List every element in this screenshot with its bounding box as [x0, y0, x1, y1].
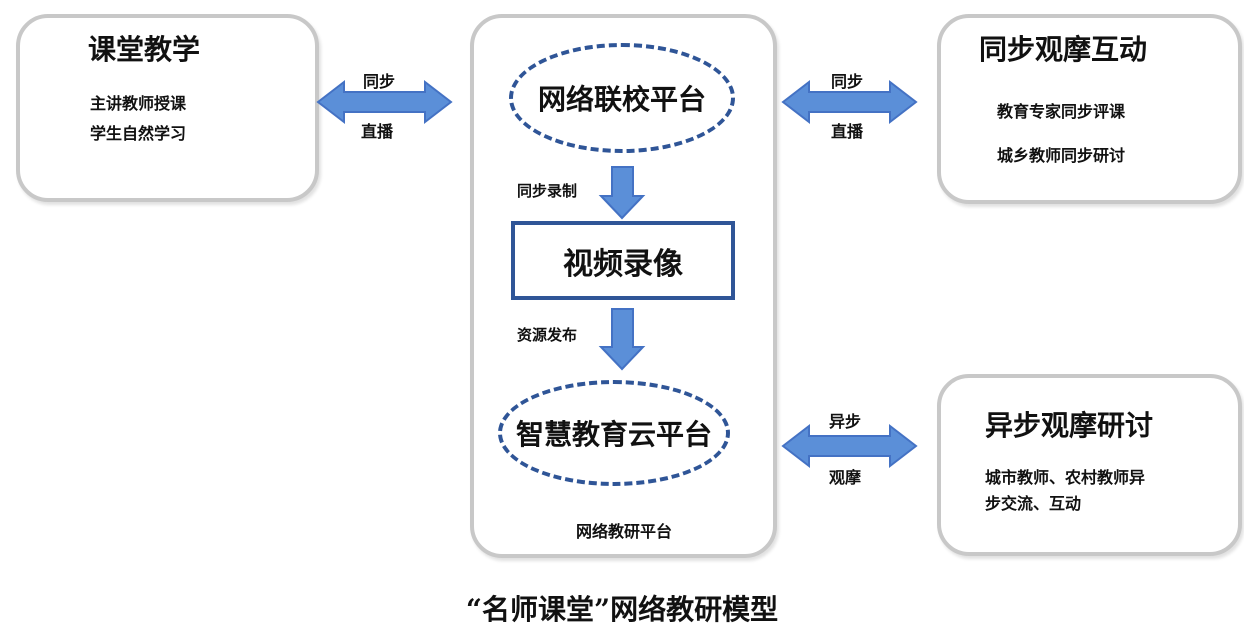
online-research-platform-label: 网络教研平台 [575, 522, 672, 541]
double-arrow-left [316, 79, 453, 125]
smart-education-cloud-node: 智慧教育云平台 [498, 380, 730, 486]
down-arrow-publish [598, 308, 646, 371]
async-observation-line-1: 城市教师、农村教师异 [985, 468, 1146, 487]
smart-education-cloud-label: 智慧教育云平台 [515, 418, 712, 451]
async-observation-box: 异步观摩研讨 城市教师、农村教师异 步交流、互动 [937, 374, 1242, 556]
arrow-left-top-label: 同步 [363, 72, 396, 91]
classroom-teaching-line-1: 主讲教师授课 [90, 94, 187, 113]
classroom-teaching-line-2: 学生自然学习 [90, 124, 187, 143]
double-arrow-right-top [781, 79, 918, 125]
video-recording-label: 视频录像 [563, 246, 683, 282]
sync-observation-line-2: 城乡教师同步研讨 [997, 146, 1126, 165]
double-arrow-right-bottom [781, 423, 918, 469]
sync-observation-box: 同步观摩互动 教育专家同步评课 城乡教师同步研讨 [937, 14, 1242, 204]
async-observation-title: 异步观摩研讨 [985, 409, 1154, 442]
arrow-right-top-bottom-label: 直播 [831, 122, 864, 141]
async-observation-line-2: 步交流、互动 [985, 494, 1082, 513]
sync-observation-line-1: 教育专家同步评课 [997, 102, 1126, 121]
arrow-right-bottom-top-label: 异步 [829, 412, 862, 431]
down-arrow-record [598, 166, 646, 220]
video-recording-node: 视频录像 [511, 221, 735, 300]
network-school-platform-label: 网络联校平台 [537, 83, 706, 116]
network-school-platform-node: 网络联校平台 [509, 43, 735, 153]
arrow-left-bottom-label: 直播 [361, 122, 394, 141]
arrow-right-bottom-bottom-label: 观摩 [829, 468, 862, 487]
classroom-teaching-box: 课堂教学 主讲教师授课 学生自然学习 [16, 14, 319, 202]
arrow-right-top-top-label: 同步 [831, 72, 864, 91]
classroom-teaching-title: 课堂教学 [88, 33, 201, 66]
diagram-caption: “名师课堂”网络教研模型 [465, 593, 779, 626]
sync-observation-title: 同步观摩互动 [979, 33, 1148, 66]
sync-record-label: 同步录制 [517, 182, 578, 200]
resource-publish-label: 资源发布 [517, 326, 578, 344]
